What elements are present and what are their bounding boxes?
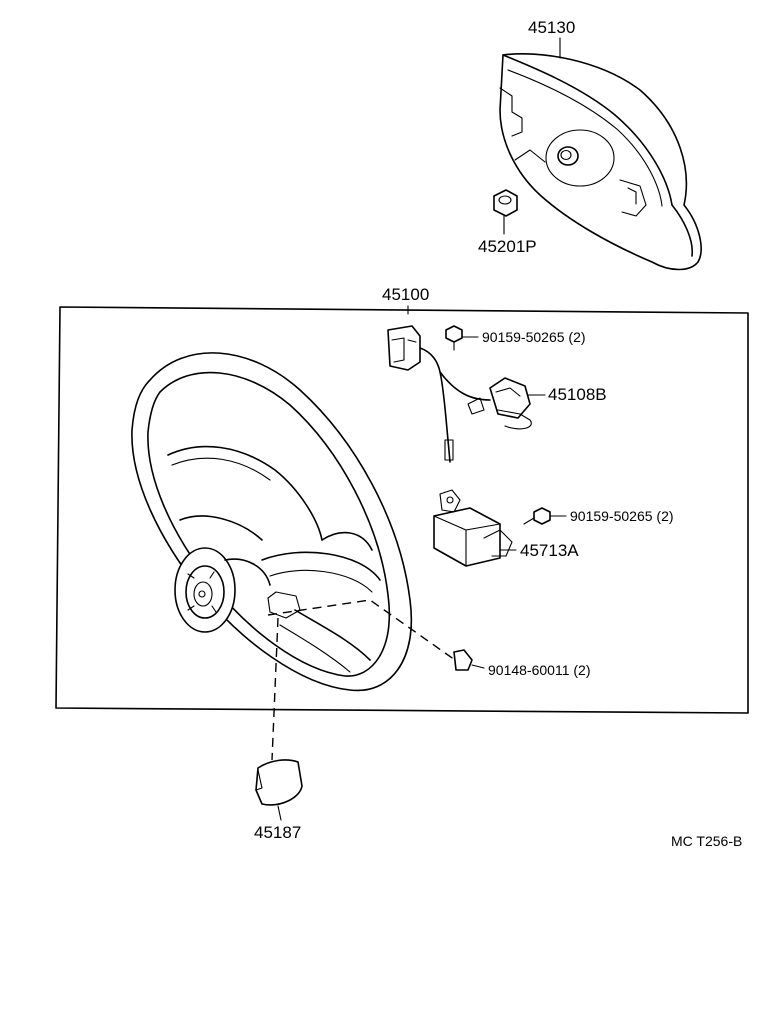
- cover-45187: [255, 759, 303, 821]
- figure-code: MC T256-B: [671, 833, 742, 849]
- bolt-upper: [445, 325, 479, 351]
- label-45713a: 45713A: [520, 541, 579, 560]
- label-bolt-upper: 90159-50265 (2): [482, 329, 586, 345]
- nut-45201p: [493, 189, 518, 235]
- locator-line-cover: [271, 617, 279, 761]
- label-45187: 45187: [254, 823, 301, 842]
- label-45130: 45130: [528, 18, 575, 37]
- label-45201p: 45201P: [478, 237, 537, 256]
- label-screw-lower: 90148-60011 (2): [488, 662, 590, 678]
- bolt-middle: [523, 507, 567, 525]
- label-45100: 45100: [382, 285, 429, 304]
- label-bolt-middle: 90159-50265 (2): [570, 508, 674, 524]
- horn-pad-45130: [499, 52, 702, 271]
- steering-wheel: [131, 352, 413, 692]
- group-frame-45100: [55, 306, 749, 714]
- label-45108b: 45108B: [548, 385, 607, 404]
- sensor-45713a: [433, 489, 517, 567]
- screw-lower: [453, 649, 485, 671]
- locator-line-screw: [267, 599, 456, 661]
- spiral-cable-45108b: [387, 325, 532, 463]
